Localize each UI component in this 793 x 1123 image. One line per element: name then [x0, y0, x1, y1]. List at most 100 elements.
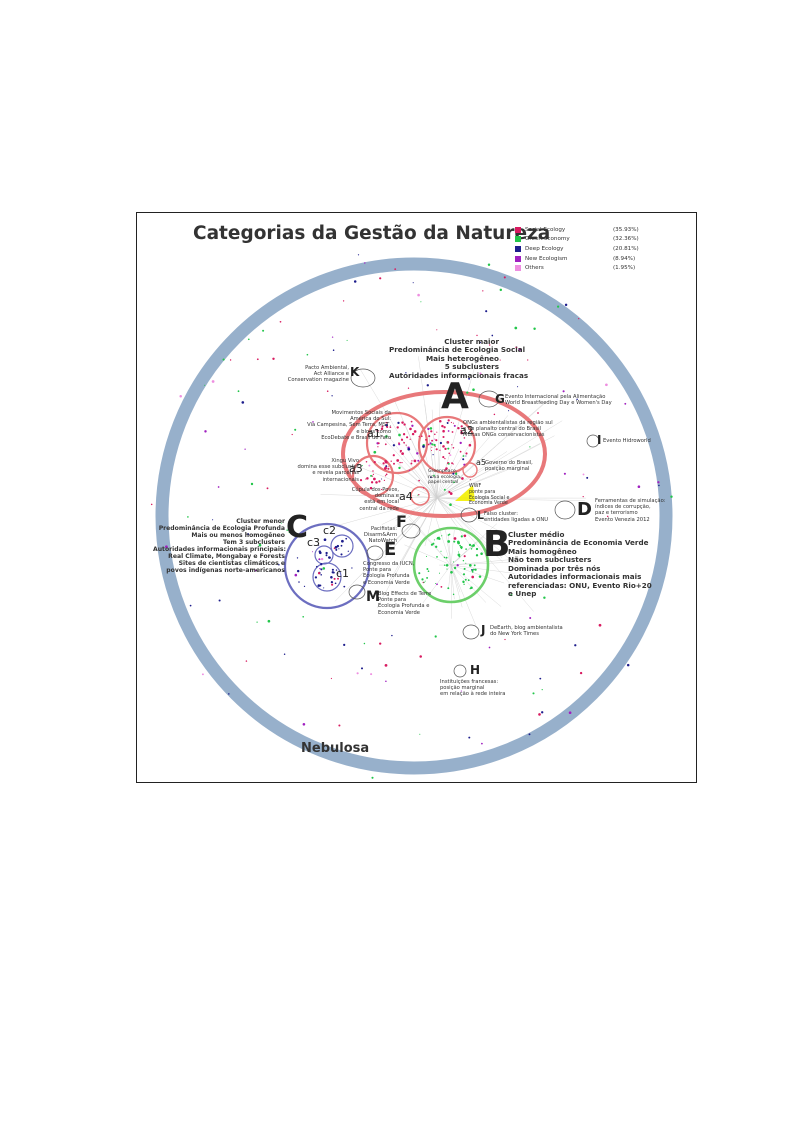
network-node [473, 564, 476, 567]
network-node [353, 280, 357, 283]
network-node [412, 282, 414, 284]
node-g-letter: G [495, 392, 505, 406]
network-node [347, 550, 349, 552]
network-edge [445, 530, 452, 566]
legend-entry: Deep Ecology(20.81%) [515, 244, 647, 254]
network-node [266, 487, 269, 490]
desc-line: Evento Internacional pela Alimentação [505, 394, 606, 400]
network-node [394, 268, 397, 270]
network-node [657, 481, 660, 484]
network-node [598, 623, 602, 627]
network-node [431, 439, 434, 442]
network-node [537, 412, 539, 414]
network-node [303, 585, 306, 588]
legend-swatch [515, 255, 521, 262]
network-node [405, 444, 407, 446]
subcluster-a5-label: a5 [476, 458, 486, 467]
network-node [452, 472, 455, 475]
node-m-circle [348, 584, 366, 600]
network-node [385, 421, 388, 424]
network-node [401, 452, 404, 455]
network-node [433, 443, 436, 447]
network-node [463, 555, 466, 558]
node-h-description: Instituições francesas: posição marginal… [440, 679, 505, 698]
network-node [325, 551, 328, 555]
network-node [427, 570, 430, 573]
note-line: Via Campesina, Sem Terra, MST, [307, 422, 391, 429]
network-node [247, 533, 250, 536]
network-node [328, 556, 331, 559]
network-node [410, 420, 413, 423]
network-node [150, 503, 153, 506]
network-node [488, 646, 491, 649]
network-node [476, 334, 478, 337]
network-node [426, 576, 429, 579]
network-node [377, 442, 380, 445]
network-node [387, 465, 389, 467]
desc-line: povos indígenas norte-americanos [166, 567, 285, 575]
network-node [503, 276, 506, 279]
network-node [445, 556, 448, 559]
network-node [408, 469, 411, 471]
network-node [204, 430, 207, 433]
desc-line: Falso cluster: [484, 511, 518, 517]
network-edge [408, 515, 452, 566]
network-node [380, 488, 383, 491]
desc-line: do New York Times [490, 631, 539, 638]
network-node [314, 576, 318, 579]
network-node [464, 578, 467, 581]
network-node [222, 358, 225, 361]
network-node [345, 537, 348, 540]
network-node [457, 540, 460, 544]
network-edge [428, 471, 438, 499]
desc-line: Autoridades informacionais mais [508, 572, 642, 582]
network-node [443, 564, 446, 566]
network-node [450, 421, 452, 424]
network-node [400, 438, 404, 441]
node-k-circle [350, 368, 376, 388]
network-node [283, 653, 286, 655]
network-node [422, 445, 425, 448]
network-node [441, 424, 444, 428]
network-node [419, 733, 421, 735]
note-line: internacionais [322, 476, 359, 483]
network-node [481, 742, 483, 745]
network-node [452, 446, 455, 449]
network-node [430, 449, 433, 451]
node-k-description: Pacto Ambiental, Act Alliance e Conserva… [263, 365, 349, 384]
network-node [460, 431, 464, 435]
network-node [340, 553, 343, 556]
legend-entry: Others(1.95%) [515, 263, 647, 273]
network-node [471, 575, 475, 579]
network-node [462, 573, 466, 576]
network-node [436, 329, 438, 331]
network-node [387, 467, 390, 470]
network-node [479, 372, 482, 375]
network-node [364, 262, 366, 264]
network-node [403, 423, 406, 426]
node-f-letter: F [396, 512, 407, 531]
legend-label: Social Ecology [525, 226, 566, 233]
desc-line: Tem 3 subclusters [223, 539, 285, 547]
note-line: Governo do Brasil, [485, 460, 533, 466]
desc-line: em relação à rede inteira [440, 691, 506, 698]
network-node [449, 454, 452, 456]
network-node [578, 317, 580, 320]
network-node [517, 386, 519, 388]
network-node [420, 435, 423, 438]
node-i-letter: I [597, 433, 602, 447]
network-node [452, 593, 455, 596]
network-node [229, 359, 232, 361]
network-node [434, 433, 436, 436]
network-node [446, 442, 448, 444]
network-node [452, 561, 454, 563]
network-edge [450, 564, 455, 600]
network-node [438, 537, 441, 541]
network-node [323, 538, 327, 542]
network-node [471, 571, 474, 573]
subcluster-c3-circle [314, 545, 334, 565]
network-node [372, 470, 374, 472]
cluster-a-outline [341, 390, 547, 518]
network-node [444, 469, 446, 471]
network-node [241, 401, 245, 404]
